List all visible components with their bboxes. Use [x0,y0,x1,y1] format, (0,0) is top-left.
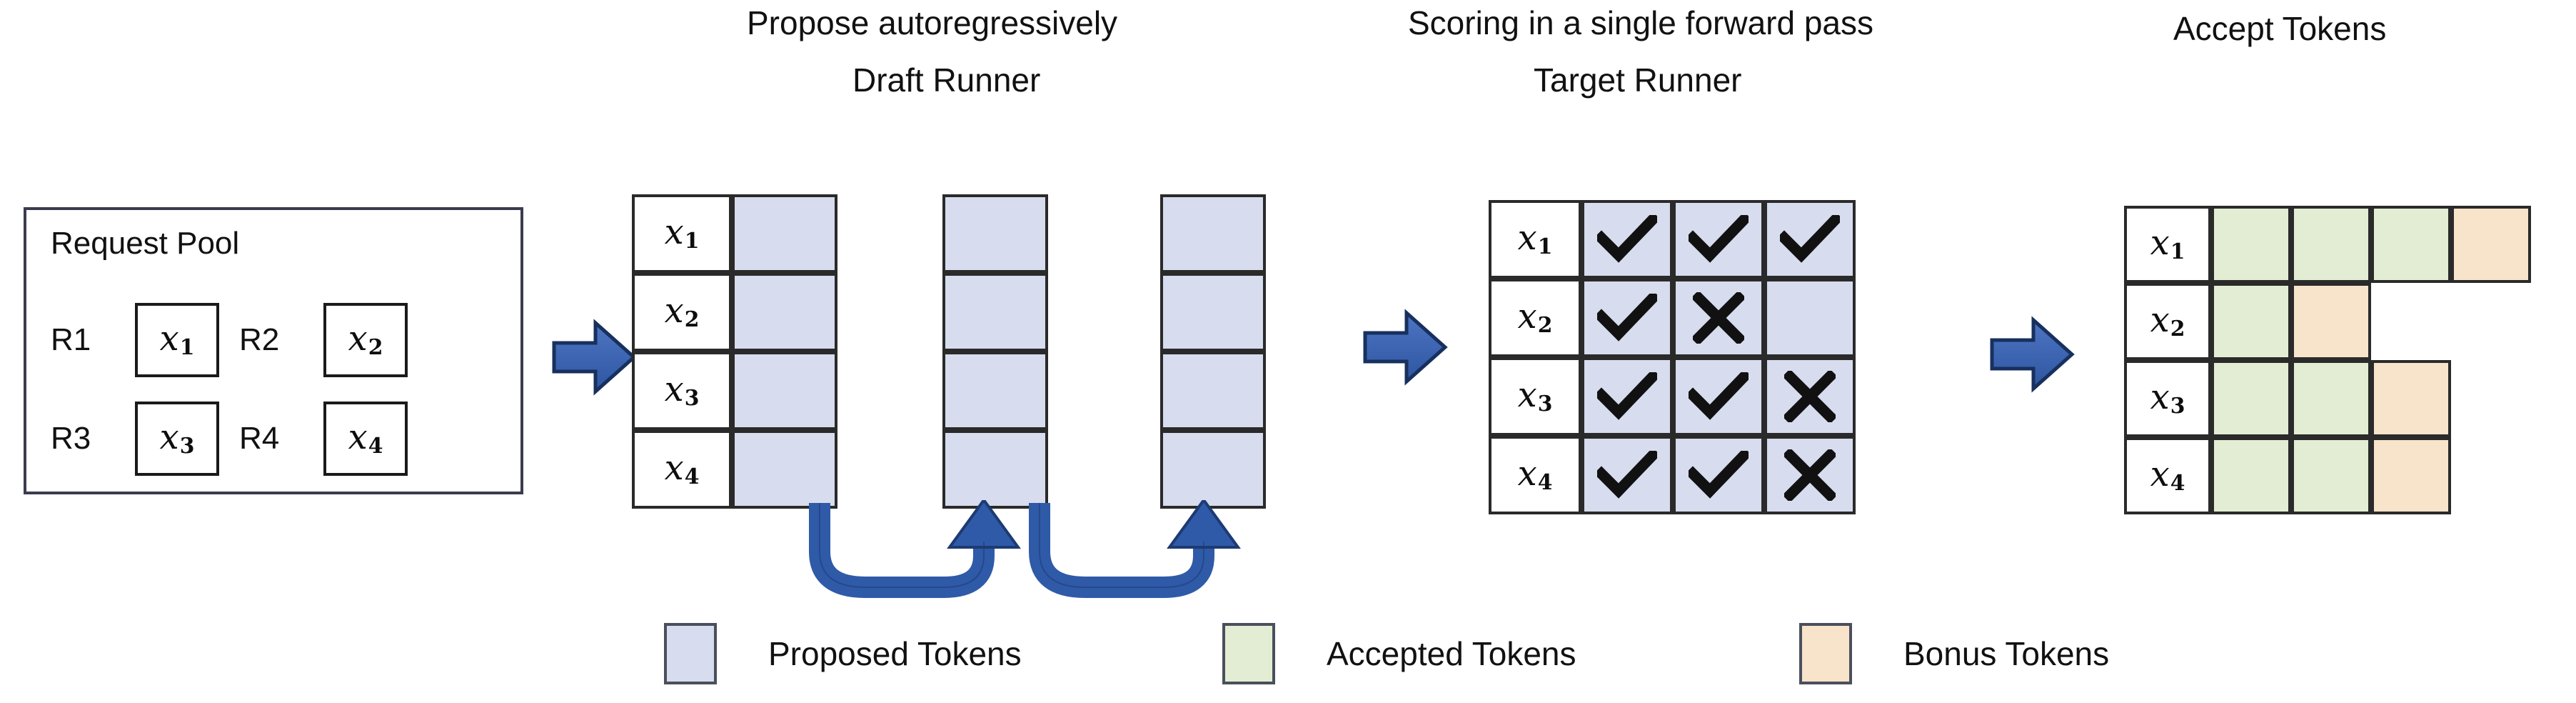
check-icon [1581,357,1673,436]
check-icon [1673,200,1764,279]
accept-row-label-2: x2 [2124,283,2211,360]
draft-row-label-1: x1 [632,194,732,273]
token-glyph: x3 [1517,374,1553,417]
token-glyph: x1 [664,211,700,254]
draft-proposed-cell-s2r3[interactable] [942,352,1048,430]
token-glyph: x4 [2150,454,2185,497]
accept-cell-r3c3-bonus[interactable] [2371,360,2451,437]
token-glyph: x3 [2150,377,2185,419]
draft-proposed-cell-s3r1[interactable] [1160,194,1266,273]
draft-stage-caption: Propose autoregressively [747,4,1118,41]
target-stage-name: Target Runner [1534,61,1742,99]
legend-item-accepted: Accepted Tokens [1222,623,1576,684]
draft-row-label-3: x3 [632,352,732,430]
check-icon [1764,200,1856,279]
token-glyph: x2 [2150,299,2185,342]
cross-icon [1673,279,1764,357]
request-row-top: R1 x1 R2 x2 [51,303,408,377]
draft-proposed-cell-s2r4[interactable] [942,430,1048,509]
accept-cell-r2c1[interactable] [2211,283,2291,360]
accept-cell-r1c4-bonus[interactable] [2451,206,2531,283]
draft-proposed-cell-s1r1[interactable] [732,194,837,273]
draft-proposed-cell-s3r2[interactable] [1160,273,1266,352]
request-pool-box: Request Pool R1 x1 R2 x2 R3 x3 R4 x4 [24,207,523,494]
draft-proposed-cell-s1r4[interactable] [732,430,837,509]
draft-proposed-cell-s3r4[interactable] [1160,430,1266,509]
request-pool-title: Request Pool [51,226,240,261]
accept-cell-r3c1[interactable] [2211,360,2291,437]
request-token-r4[interactable]: x4 [323,402,408,476]
draft-proposed-cell-s3r3[interactable] [1160,352,1266,430]
legend-swatch-bonus-icon [1799,623,1852,684]
legend-swatch-proposed-icon [664,623,717,684]
check-icon [1581,436,1673,514]
target-row-label-1: x1 [1489,200,1581,279]
token-glyph: x4 [1517,453,1553,496]
draft-stage-name: Draft Runner [852,61,1041,99]
request-label-r3: R3 [51,421,91,456]
draft-proposed-cell-s2r1[interactable] [942,194,1048,273]
accept-cell-r4c3-bonus[interactable] [2371,437,2451,514]
request-token-r3[interactable]: x3 [135,402,219,476]
draft-proposed-cell-s1r3[interactable] [732,352,837,430]
accept-row-label-1: x1 [2124,206,2211,283]
legend: Proposed Tokens Accepted Tokens Bonus To… [0,616,2576,694]
draft-proposed-cell-s2r2[interactable] [942,273,1048,352]
accept-cell-r1c3[interactable] [2371,206,2451,283]
accept-row-label-4: x4 [2124,437,2211,514]
token-glyph: x1 [1517,217,1553,260]
request-label-r2: R2 [239,322,280,357]
legend-item-proposed: Proposed Tokens [664,623,1022,684]
accept-cell-r4c2[interactable] [2291,437,2371,514]
request-row-bottom: R3 x3 R4 x4 [51,402,408,476]
accept-stage-name: Accept Tokens [2173,10,2387,47]
request-token-r1[interactable]: x1 [135,303,219,377]
draft-proposed-cell-s1r2[interactable] [732,273,837,352]
accept-cell-r2c2-bonus[interactable] [2291,283,2371,360]
token-glyph: x2 [664,290,700,333]
request-label-r4: R4 [239,421,280,456]
token-glyph: x2 [348,318,383,361]
check-icon [1581,200,1673,279]
check-icon [1673,436,1764,514]
accept-cell-r1c2[interactable] [2291,206,2371,283]
accept-cell-r1c1[interactable] [2211,206,2291,283]
autoregressive-loop-arrow-2-icon [1029,500,1241,598]
legend-swatch-accepted-icon [1222,623,1275,684]
target-score-cell-r2c3[interactable] [1764,279,1856,357]
token-glyph: x2 [1517,296,1553,339]
token-glyph: x4 [348,417,383,459]
cross-icon [1764,357,1856,436]
request-token-r2[interactable]: x2 [323,303,408,377]
target-row-label-3: x3 [1489,357,1581,436]
target-row-label-4: x4 [1489,436,1581,514]
token-glyph: x3 [159,417,195,459]
check-icon [1581,279,1673,357]
legend-item-bonus: Bonus Tokens [1799,623,2109,684]
draft-row-label-2: x2 [632,273,732,352]
token-glyph: x1 [2150,222,2185,265]
autoregressive-loop-arrow-1-icon [809,500,1021,598]
target-row-label-2: x2 [1489,279,1581,357]
accept-cell-r4c1[interactable] [2211,437,2291,514]
legend-label-accepted: Accepted Tokens [1327,635,1576,672]
cross-icon [1764,436,1856,514]
token-glyph: x3 [664,369,700,412]
token-glyph: x4 [664,447,700,490]
accept-row-label-3: x3 [2124,360,2211,437]
flow-arrow-right-icon [1990,316,2075,393]
check-icon [1673,357,1764,436]
flow-arrow-right-icon [1363,309,1448,386]
target-stage-caption: Scoring in a single forward pass [1408,4,1873,41]
token-glyph: x1 [159,318,195,361]
accept-cell-r3c2[interactable] [2291,360,2371,437]
legend-label-proposed: Proposed Tokens [768,635,1022,672]
legend-label-bonus: Bonus Tokens [1903,635,2110,672]
request-label-r1: R1 [51,322,91,357]
flow-arrow-right-icon [552,319,637,396]
draft-row-label-4: x4 [632,430,732,509]
target-score-cell-r4c3[interactable] [1764,436,1856,514]
